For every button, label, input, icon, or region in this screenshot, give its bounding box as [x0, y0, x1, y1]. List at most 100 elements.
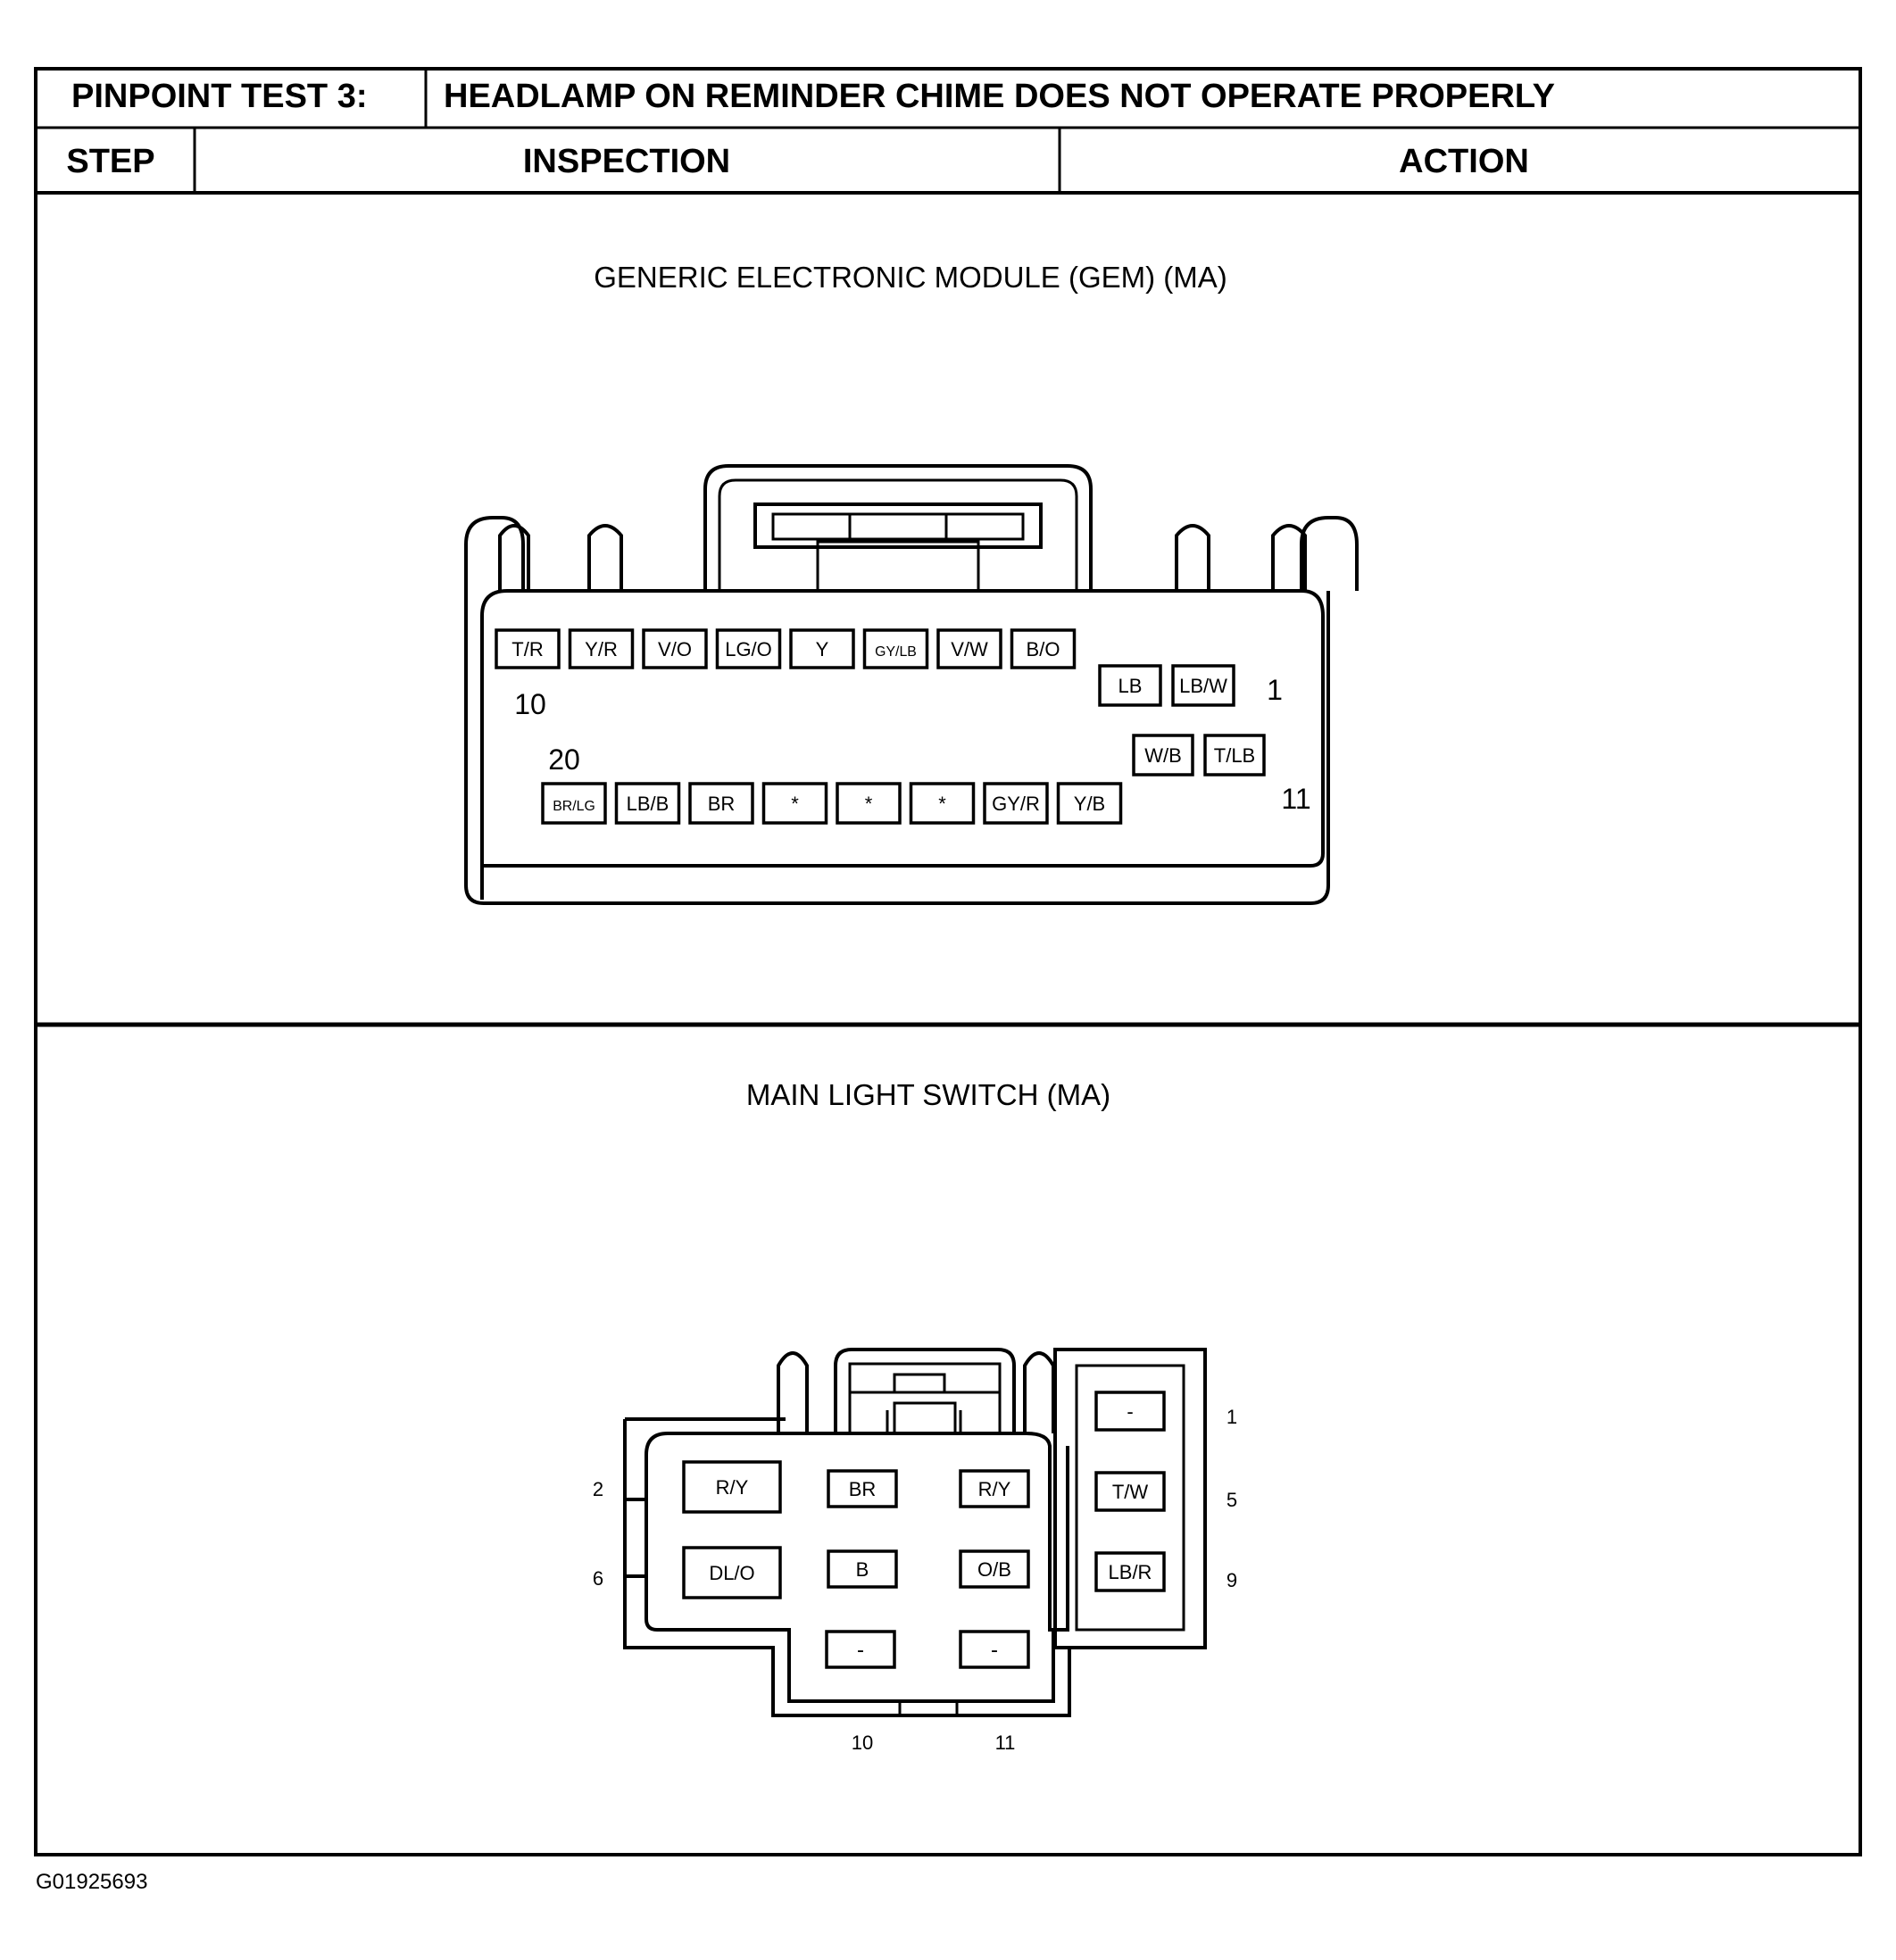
pinpoint-test-title: HEADLAMP ON REMINDER CHIME DOES NOT OPER…: [444, 78, 1555, 115]
switch-pin-side-0: -: [1094, 1391, 1166, 1432]
switch-pin-row3-0-box: [825, 1630, 896, 1669]
gem-pin-upper-right-1-label: LB/W: [1179, 675, 1227, 697]
gem-pin-upper-right-1: LB/W: [1171, 664, 1235, 707]
switch-pin-row2-0: DL/O: [682, 1546, 782, 1599]
gem-pin-bottom-6: GY/R: [983, 782, 1049, 825]
switch-pin-row2-2-box: [959, 1549, 1030, 1589]
gem-pin-bottom-7: Y/B: [1056, 782, 1123, 825]
switch-pin-row1-0: R/Y: [682, 1460, 782, 1514]
switch-pin-row3-0-label: -: [857, 1639, 864, 1663]
gem-pin-mid-right-1-box: [1203, 734, 1266, 777]
gem-pin-bottom-0: BR/LG: [541, 782, 607, 825]
gem-pin-bottom-2: BR: [688, 782, 754, 825]
gem-pin-bottom-6-box: [983, 782, 1049, 825]
gem-pin-number-1: 1: [1267, 674, 1283, 706]
gem-pin-bottom-5-box: [909, 782, 976, 825]
gem-pin-top-0-box: [495, 628, 561, 669]
gem-pin-top-1-box: [568, 628, 635, 669]
gem-pin-group: T/R Y/R V/O LG/O Y GY/LB V/W B/O LB LB/W W/B T/LB BR…: [495, 628, 1266, 825]
gem-pin-number-20: 20: [548, 743, 580, 776]
switch-pin-row3-1: -: [959, 1630, 1030, 1669]
switch-pin-row3-0: -: [825, 1630, 896, 1669]
gem-pin-bottom-4: *: [836, 782, 902, 825]
switch-pin-group: R/Y BR R/Y DL/O B O/B - - - T/W LB/R: [682, 1391, 1166, 1669]
gem-pin-bottom-7-label: Y/B: [1074, 793, 1105, 815]
gem-pin-bottom-7-box: [1056, 782, 1123, 825]
gem-pin-number-11: 11: [1281, 783, 1310, 815]
gem-pin-top-7-label: B/O: [1027, 638, 1060, 660]
switch-pin-side-1-label: T/W: [1112, 1481, 1149, 1503]
gem-pin-bottom-2-label: BR: [708, 793, 736, 815]
switch-pin-number-1: 1: [1227, 1406, 1237, 1428]
gem-pin-top-2-label: V/O: [658, 638, 692, 660]
gem-pin-top-3-box: [715, 628, 782, 669]
switch-pin-side-2-box: [1094, 1551, 1166, 1592]
gem-pin-top-7: B/O: [1010, 628, 1077, 669]
gem-pin-top-4-label: Y: [816, 638, 829, 660]
column-header-action: ACTION: [1399, 143, 1529, 180]
gem-pin-top-6: V/W: [936, 628, 1002, 669]
gem-pin-upper-right-1-box: [1171, 664, 1235, 707]
switch-title: MAIN LIGHT SWITCH (MA): [746, 1078, 1110, 1111]
gem-pin-bottom-1: LB/B: [614, 782, 681, 825]
switch-pin-row2-1-box: [827, 1549, 898, 1589]
gem-pin-top-2-box: [642, 628, 708, 669]
gem-pin-top-5-box: [862, 628, 929, 669]
switch-pin-number-2: 2: [593, 1478, 603, 1500]
figure-id: G01925693: [36, 1870, 147, 1894]
switch-pin-row1-0-box: [682, 1460, 782, 1514]
gem-title: GENERIC ELECTRONIC MODULE (GEM) (MA): [594, 261, 1227, 294]
gem-pin-top-2: V/O: [642, 628, 708, 669]
table-frame: [34, 67, 1862, 1856]
switch-pin-row3-1-label: -: [991, 1639, 998, 1663]
switch-pin-number-6: 6: [593, 1567, 603, 1590]
gem-pin-bottom-5-label: *: [938, 793, 946, 815]
switch-pin-row1-2-box: [959, 1469, 1030, 1508]
gem-pin-top-7-box: [1010, 628, 1077, 669]
gem-pin-bottom-0-label: BR/LG: [553, 799, 595, 814]
gem-pin-mid-right-0-box: [1132, 734, 1194, 777]
switch-pin-row1-0-label: R/Y: [716, 1476, 749, 1499]
switch-pin-number-11: 11: [995, 1732, 1016, 1754]
gem-pin-number-10: 10: [514, 688, 546, 720]
gem-pin-bottom-5: *: [909, 782, 976, 825]
switch-pin-side-1: T/W: [1094, 1471, 1166, 1512]
gem-pin-upper-right-0-box: [1098, 664, 1162, 707]
switch-pin-number-5: 5: [1227, 1489, 1237, 1511]
gem-pin-bottom-3-label: *: [791, 793, 799, 815]
gem-pin-mid-right-1: T/LB: [1203, 734, 1266, 777]
switch-pin-side-0-label: -: [1127, 1400, 1133, 1423]
gem-pin-bottom-0-box: [541, 782, 607, 825]
switch-pin-row1-1: BR: [827, 1469, 898, 1508]
gem-pin-bottom-3-box: [761, 782, 828, 825]
switch-pin-row2-1-label: B: [856, 1558, 869, 1581]
pinpoint-test-label: PINPOINT TEST 3:: [71, 78, 367, 115]
switch-pin-row2-2: O/B: [959, 1549, 1030, 1589]
gem-pin-top-1: Y/R: [568, 628, 635, 669]
gem-pin-top-6-box: [936, 628, 1002, 669]
gem-pin-mid-right-0: W/B: [1132, 734, 1194, 777]
switch-pin-row2-2-label: O/B: [977, 1558, 1011, 1581]
switch-pin-side-1-box: [1094, 1471, 1166, 1512]
gem-pin-bottom-6-label: GY/R: [992, 793, 1040, 815]
gem-pin-upper-right-0: LB: [1098, 664, 1162, 707]
gem-pin-top-0: T/R: [495, 628, 561, 669]
gem-pin-top-3-label: LG/O: [725, 638, 772, 660]
switch-pin-row2-1: B: [827, 1549, 898, 1589]
switch-pin-side-2-label: LB/R: [1109, 1561, 1152, 1583]
switch-pin-row2-0-box: [682, 1546, 782, 1599]
column-header-inspection: INSPECTION: [523, 143, 730, 180]
switch-pin-side-2: LB/R: [1094, 1551, 1166, 1592]
gem-pin-top-5: GY/LB: [862, 628, 929, 669]
gem-pin-top-1-label: Y/R: [585, 638, 618, 660]
gem-pin-top-3: LG/O: [715, 628, 782, 669]
gem-pin-mid-right-1-label: T/LB: [1214, 744, 1255, 767]
switch-pin-row1-1-label: BR: [849, 1478, 877, 1500]
gem-pin-top-5-label: GY/LB: [875, 644, 917, 660]
switch-pin-row1-1-box: [827, 1469, 898, 1508]
switch-pin-row1-2: R/Y: [959, 1469, 1030, 1508]
gem-pin-top-6-label: V/W: [951, 638, 988, 660]
gem-pin-bottom-2-box: [688, 782, 754, 825]
switch-pin-number-9: 9: [1227, 1569, 1237, 1591]
